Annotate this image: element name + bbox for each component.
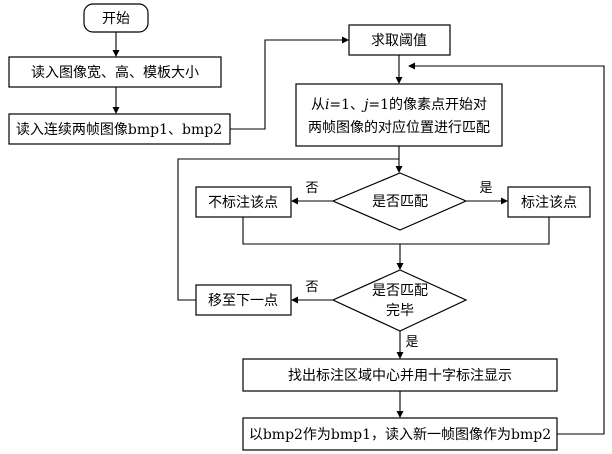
arrowhead [408, 62, 415, 70]
read-size-label: 读入图像宽、高、模板大小 [31, 64, 199, 81]
is-match-yes-label: 是 [479, 181, 492, 196]
connector-movenext-loop [177, 158, 399, 301]
match-done-yes-label: 是 [405, 335, 418, 350]
read-images-box [8, 113, 231, 145]
find-center-label: 找出标注区域中心并用十字标注显示 [288, 368, 512, 384]
arrowhead [291, 197, 298, 205]
arrowhead [396, 352, 404, 359]
arrowhead [112, 50, 120, 57]
match-done-no-label: 否 [305, 280, 318, 295]
swap-images-label: 以bmp2作为bmp1，读入新一帧图像作为bmp2 [249, 426, 551, 443]
match-done-line1: 是否匹配 [372, 283, 428, 299]
arrowhead [501, 197, 508, 205]
mark-label: 标注该点 [521, 195, 577, 211]
threshold-box [348, 24, 451, 56]
threshold-label: 求取阈值 [371, 33, 427, 49]
arrowhead [395, 77, 403, 84]
is-match-no-label: 否 [305, 181, 318, 196]
arrowhead [112, 107, 120, 114]
find-center-box [242, 358, 558, 392]
no-mark-box [195, 186, 292, 218]
read-size-box [8, 56, 222, 88]
arrowhead [395, 166, 403, 173]
connector-swap-loop [413, 65, 605, 435]
start-label: 开始 [102, 11, 130, 27]
match-done-decision [331, 269, 468, 332]
match-done-line2: 完毕 [386, 303, 414, 319]
match-start-box [295, 83, 503, 147]
arrowhead [342, 36, 349, 44]
connector-readimages-threshold [230, 39, 344, 130]
match-start-line1: 从i=1、j=1的像素点开始对 [311, 97, 487, 113]
is-match-label: 是否匹配 [372, 194, 428, 210]
mark-box [507, 186, 591, 218]
arrowhead [291, 296, 298, 304]
arrowhead [396, 411, 404, 418]
move-next-label: 移至下一点 [208, 293, 278, 309]
connector-merge-branches [242, 217, 550, 245]
read-images-label: 读入连续两帧图像bmp1、bmp2 [16, 121, 222, 138]
is-match-decision [331, 172, 468, 231]
match-start-line2: 两帧图像的对应位置进行匹配 [308, 119, 490, 136]
arrowhead [396, 263, 404, 270]
no-mark-label: 不标注该点 [208, 195, 278, 211]
